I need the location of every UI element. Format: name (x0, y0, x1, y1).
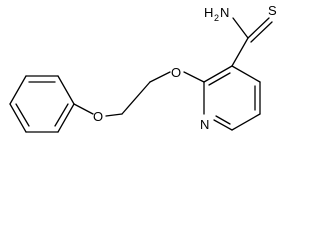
bond-ch2-o (105, 113, 123, 117)
bond-c-nh2 (232, 17, 249, 39)
bond-c3-c4 (231, 65, 261, 83)
bond-ph-inner-b (15, 103, 30, 127)
molecule-drawing: S H 2 N O N O (9, 3, 277, 133)
bond-c6-n1 (213, 119, 233, 131)
amine-hydrogen-label: H (204, 5, 213, 20)
bond-c3-thiocarbonyl (231, 37, 249, 67)
bond-c-s-outer (247, 17, 270, 39)
bond-ph-3-4 (9, 75, 27, 105)
bond-c-s-inner (250, 21, 273, 43)
amine-nitrogen-label: N (220, 5, 229, 20)
bond-c2-c3-inner (208, 72, 231, 86)
bond-o-ch2 (149, 71, 171, 83)
bond-c2-c3 (203, 65, 233, 83)
ring-nitrogen-label: N (200, 117, 209, 132)
ether-oxygen-lower-label: O (93, 109, 103, 124)
amine-hydrogen-count: 2 (214, 13, 219, 23)
sulfur-label: S (268, 3, 277, 18)
bond-o-phenyl (73, 103, 94, 115)
bond-ph-inner-c (54, 103, 69, 127)
bond-c6-n1-inner (215, 115, 231, 125)
bond-ph-4-5 (9, 103, 27, 133)
bond-c2-o (183, 71, 205, 83)
bond-ph-6-1 (57, 103, 75, 133)
ether-oxygen-upper-label: O (171, 65, 181, 80)
bond-c5-c6 (231, 113, 261, 131)
bond-ph-1-2 (57, 75, 75, 105)
structure-diagram: S H 2 N O N O (9, 3, 277, 133)
bond-ch2-ch2 (121, 81, 151, 115)
